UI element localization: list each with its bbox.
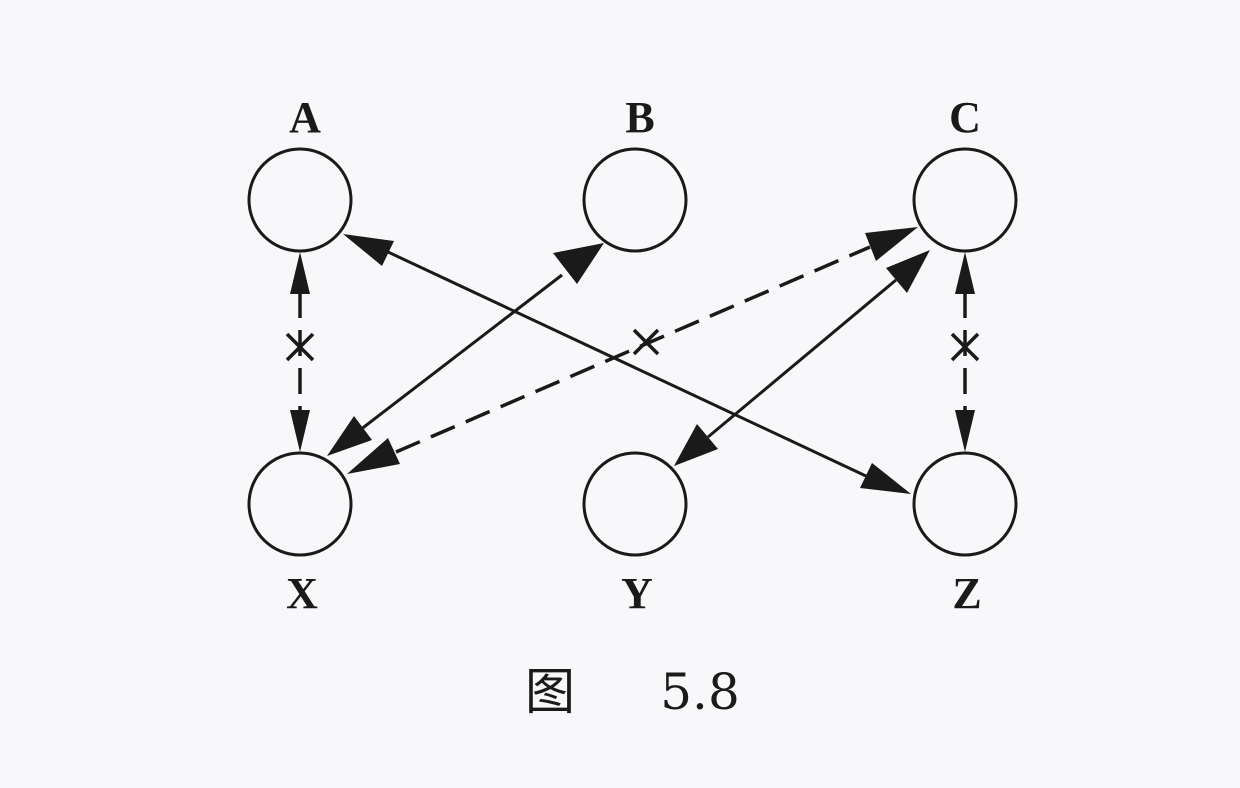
arrowhead-to-A [290,252,310,294]
nodes: A B C X Y Z [247,93,1018,618]
arrowhead-to-Y [674,424,718,466]
arrowhead-to-C-from-X [865,227,918,261]
block-mark-C-Z [950,332,980,362]
edges [285,227,980,494]
node-Z: Z [912,451,1018,618]
node-label-X: X [286,569,318,618]
arrowhead-to-C-from-Y [886,250,930,293]
node-B: B [582,93,688,253]
arrowhead-to-X [290,410,310,452]
arrowhead-to-X-from-C [347,438,400,474]
node-label-A: A [289,93,321,142]
edge-C-Z [950,252,980,452]
block-mark-A-X [285,332,315,362]
caption-number: 5.8 [660,663,740,721]
edge-B-X [327,243,604,456]
arrowhead-to-B [553,243,604,284]
edge-A-X [285,252,315,452]
caption-prefix: 图 [525,663,575,721]
node-C: C [912,93,1018,253]
node-label-C: C [949,93,981,142]
node-Y: Y [582,451,688,618]
edge-Y-C [674,250,930,466]
node-label-B: B [625,93,654,142]
block-mark-X-C [632,328,660,356]
arrowhead-to-Z [860,463,911,494]
arrowhead-to-A-from-Z [343,234,394,266]
edge-X-C [347,227,918,474]
node-A: A [247,93,353,253]
node-label-Y: Y [621,569,653,618]
arrowhead-to-X-from-B [327,416,372,456]
figure-caption: 图 5.8 [525,663,740,721]
edge-A-Z [343,234,911,494]
arrowhead-to-C-from-Z [955,252,975,294]
node-X: X [247,451,353,618]
node-label-Z: Z [952,569,981,618]
arrowhead-to-Z-from-C [955,410,975,452]
